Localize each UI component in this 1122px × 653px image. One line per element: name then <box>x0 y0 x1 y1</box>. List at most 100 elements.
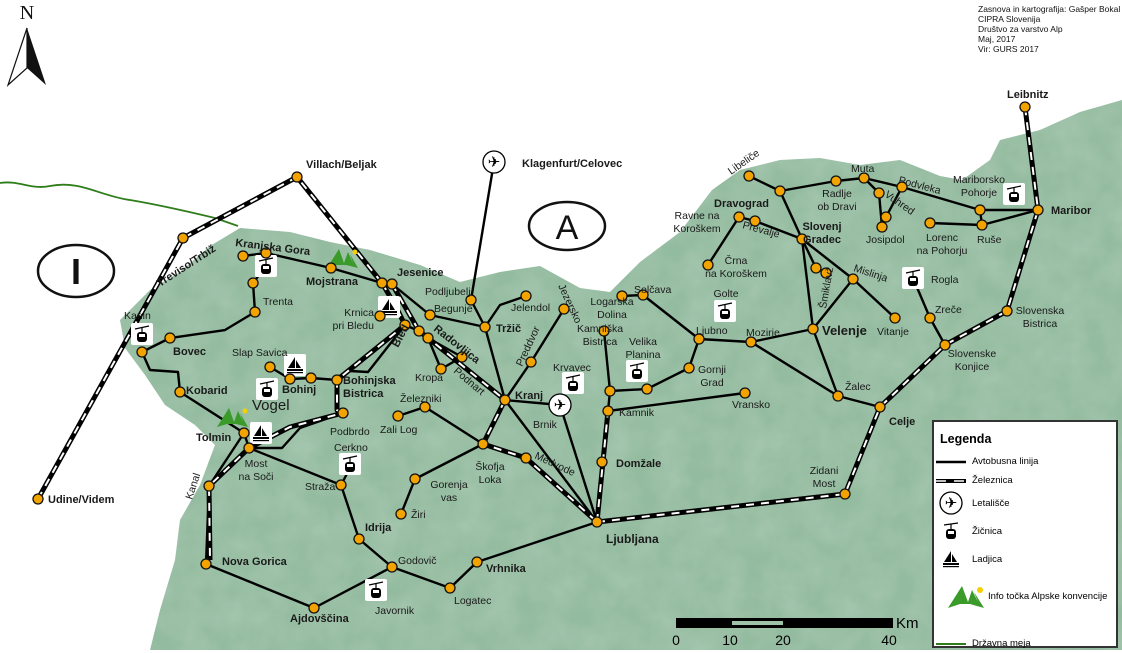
town-dot[interactable] <box>392 410 404 422</box>
town-dot[interactable] <box>810 262 822 274</box>
town-dot[interactable] <box>376 277 388 289</box>
town-label-podljubelj: Podljubelj <box>425 286 471 298</box>
town-dot[interactable] <box>203 480 215 492</box>
town-dot[interactable] <box>1019 101 1031 113</box>
town-dot[interactable] <box>807 323 819 335</box>
town-dot[interactable] <box>471 556 483 568</box>
town-dot[interactable] <box>693 333 705 345</box>
town-dot[interactable] <box>284 373 296 385</box>
town-dot[interactable] <box>702 259 714 271</box>
town-dot[interactable] <box>374 310 386 322</box>
town-dot[interactable] <box>419 401 431 413</box>
town-dot[interactable] <box>260 247 272 259</box>
town-dot[interactable] <box>386 278 398 290</box>
town-dot[interactable] <box>164 332 176 344</box>
town-dot[interactable] <box>520 290 532 302</box>
town-dot[interactable] <box>749 215 761 227</box>
town-dot[interactable] <box>604 385 616 397</box>
town-dot[interactable] <box>739 387 751 399</box>
town-dot[interactable] <box>243 442 255 454</box>
town-label-jesenice: Jesenice <box>397 267 443 279</box>
town-label-line: Slovenske <box>948 348 997 360</box>
town-dot[interactable] <box>591 516 603 528</box>
town-dot[interactable] <box>424 309 436 321</box>
town-dot[interactable] <box>200 558 212 570</box>
town-dot[interactable] <box>683 362 695 374</box>
town-dot[interactable] <box>745 336 757 348</box>
town-dot[interactable] <box>399 319 411 331</box>
town-dot[interactable] <box>479 321 491 333</box>
town-dot[interactable] <box>1032 204 1044 216</box>
town-dot[interactable] <box>477 438 489 450</box>
town-dot[interactable] <box>395 508 407 520</box>
town-dot[interactable] <box>136 346 148 358</box>
town-dot[interactable] <box>820 267 832 279</box>
town-dot[interactable] <box>249 306 261 318</box>
town-dot[interactable] <box>238 427 250 439</box>
town-dot[interactable] <box>847 273 859 285</box>
town-dot[interactable] <box>291 171 303 183</box>
town-dot[interactable] <box>305 372 317 384</box>
town-dot[interactable] <box>602 405 614 417</box>
bus-line <box>391 283 431 316</box>
town-dot[interactable] <box>939 339 951 351</box>
town-dot[interactable] <box>177 232 189 244</box>
town-dot[interactable] <box>435 363 447 375</box>
town-dot[interactable] <box>880 211 892 223</box>
town-dot[interactable] <box>743 170 755 182</box>
town-dot[interactable] <box>896 181 908 193</box>
town-dot[interactable] <box>422 332 434 344</box>
town-dot[interactable] <box>874 401 886 413</box>
town-dot[interactable] <box>796 233 808 245</box>
town-dot[interactable] <box>774 185 786 197</box>
town-dot[interactable] <box>616 290 628 302</box>
town-dot[interactable] <box>413 325 425 337</box>
town-dot[interactable] <box>641 383 653 395</box>
town-dot[interactable] <box>325 262 337 274</box>
town-dot[interactable] <box>924 312 936 324</box>
town-dot[interactable] <box>465 294 477 306</box>
town-label-line: Slovenska <box>1016 305 1065 317</box>
town-dot[interactable] <box>409 473 421 485</box>
town-dot[interactable] <box>596 456 608 468</box>
town-dot[interactable] <box>308 602 320 614</box>
town-dot[interactable] <box>598 325 610 337</box>
town-dot[interactable] <box>876 221 888 233</box>
town-dot[interactable] <box>456 351 468 363</box>
town-dot[interactable] <box>733 211 745 223</box>
bus-line <box>339 484 361 540</box>
town-dot[interactable] <box>237 250 249 262</box>
town-dot[interactable] <box>174 386 186 398</box>
town-dot[interactable] <box>386 561 398 573</box>
town-dot[interactable] <box>924 217 936 229</box>
town-dot[interactable] <box>499 394 511 406</box>
town-dot[interactable] <box>337 407 349 419</box>
town-dot[interactable] <box>247 277 259 289</box>
town-dot[interactable] <box>32 493 44 505</box>
town-label-line: Bistrica <box>1023 318 1058 330</box>
town-dot[interactable] <box>525 356 537 368</box>
town-dot[interactable] <box>858 172 870 184</box>
town-dot[interactable] <box>976 219 988 231</box>
town-label-line: Lorenc <box>926 232 958 244</box>
town-dot[interactable] <box>520 452 532 464</box>
town-dot[interactable] <box>331 374 343 386</box>
town-dot[interactable] <box>558 303 570 315</box>
town-dot[interactable] <box>873 187 885 199</box>
town-dot[interactable] <box>264 361 276 373</box>
town-dot[interactable] <box>839 488 851 500</box>
town-dot[interactable] <box>889 312 901 324</box>
bus-line <box>358 538 393 568</box>
town-dot[interactable] <box>1001 305 1013 317</box>
town-dot[interactable] <box>444 582 456 594</box>
town-dot[interactable] <box>353 533 365 545</box>
town-dot[interactable] <box>830 175 842 187</box>
town-dot[interactable] <box>637 289 649 301</box>
town-dot[interactable] <box>974 204 986 216</box>
town-dot[interactable] <box>832 390 844 402</box>
town-label-maribor: Maribor <box>1051 205 1092 217</box>
town-label-line: Ravne na <box>675 210 720 222</box>
town-dot[interactable] <box>335 479 347 491</box>
